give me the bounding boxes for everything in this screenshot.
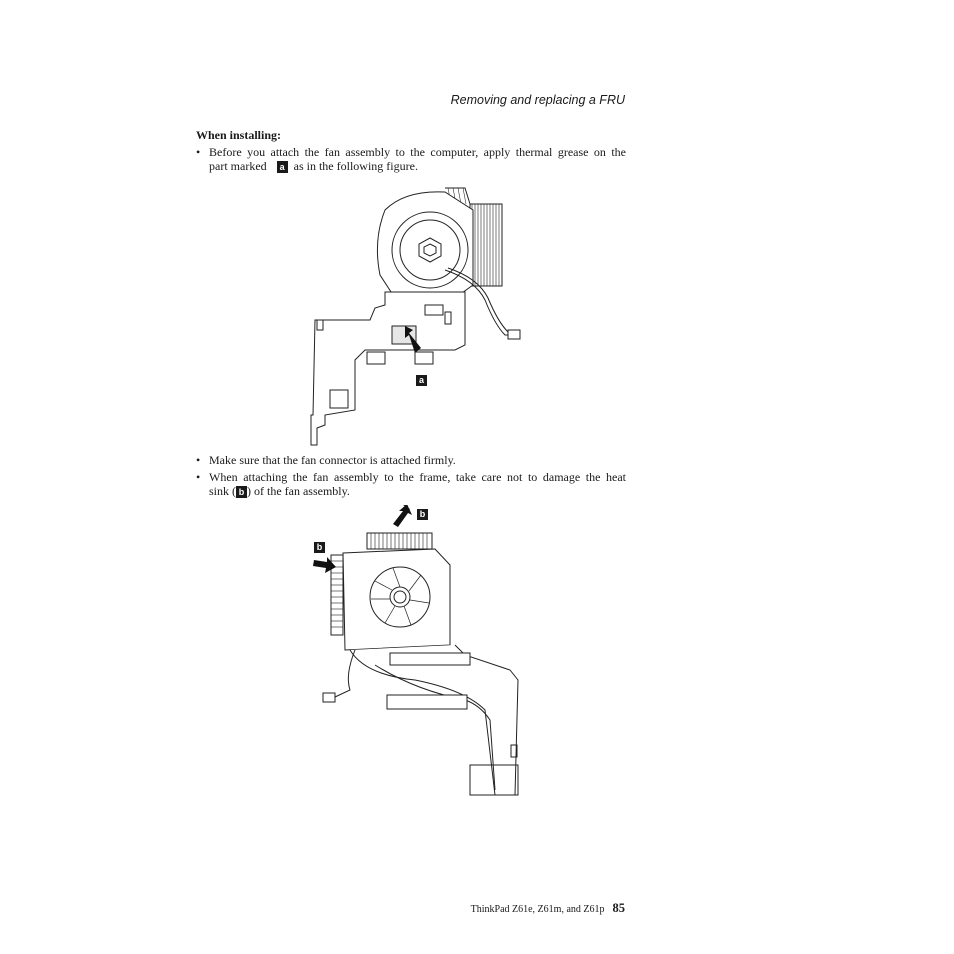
figure-callout-b-left: b [314, 542, 325, 553]
footer-book-title: ThinkPad Z61e, Z61m, and Z61p [470, 904, 605, 915]
heat-pipe [349, 644, 519, 796]
fan-rotor [369, 566, 431, 628]
heat-spreader [386, 694, 468, 710]
base-plate [310, 291, 466, 446]
list-item-line: sink (b) of the fan assembly. [209, 484, 626, 498]
fan-rotor [391, 211, 469, 289]
heat-spreader [389, 652, 471, 666]
list-item-text: Make sure that the fan connector is atta… [209, 453, 456, 467]
page-number: 85 [612, 901, 626, 915]
callout-a: a [276, 161, 288, 173]
list-item-text-part: as in the following figure. [293, 159, 418, 173]
fan-connector [322, 692, 336, 703]
heat-sink-fins-side [330, 554, 344, 636]
fan-hub [418, 237, 442, 263]
figure-callout-b-top: b [417, 509, 428, 520]
fan-housing [376, 191, 474, 299]
list-item-text-part: ) of the fan assembly. [247, 484, 350, 498]
bullet-dot: • [196, 453, 201, 467]
list-item-line: When attaching the fan assembly to the f… [209, 470, 626, 484]
bullet-dot: • [196, 145, 201, 159]
list-item-text: When attaching the fan assembly to the f… [209, 470, 626, 498]
fan-assembly-figure-2 [313, 505, 519, 796]
fan-blades [371, 567, 430, 626]
fan-cable [334, 649, 356, 698]
running-header: Removing and replacing a FRU [450, 93, 625, 107]
arrow-icon [313, 557, 336, 573]
fan-assembly-figure-1 [310, 187, 521, 446]
list-item-text-part: part marked [209, 159, 267, 173]
list-item-line: part marked a as in the following figure… [209, 159, 626, 173]
figure-callout-a: a [416, 375, 427, 386]
list-item-text-part: sink ( [209, 484, 236, 498]
list-item-text: Before you attach the fan assembly to th… [209, 145, 626, 173]
list-item-line: Before you attach the fan assembly to th… [209, 145, 626, 159]
arrow-icon [405, 326, 421, 353]
fan-cable [444, 269, 515, 336]
section-heading: When installing: [196, 128, 282, 142]
fan-connector [507, 329, 521, 340]
fan-housing [342, 548, 451, 651]
bullet-dot: • [196, 470, 201, 484]
pad [329, 389, 349, 409]
arrow-icon [393, 505, 412, 527]
callout-b: b [236, 486, 247, 498]
heat-sink-fins-top [366, 532, 433, 550]
page-footer: ThinkPad Z61e, Z61m, and Z61p 85 [400, 901, 625, 916]
